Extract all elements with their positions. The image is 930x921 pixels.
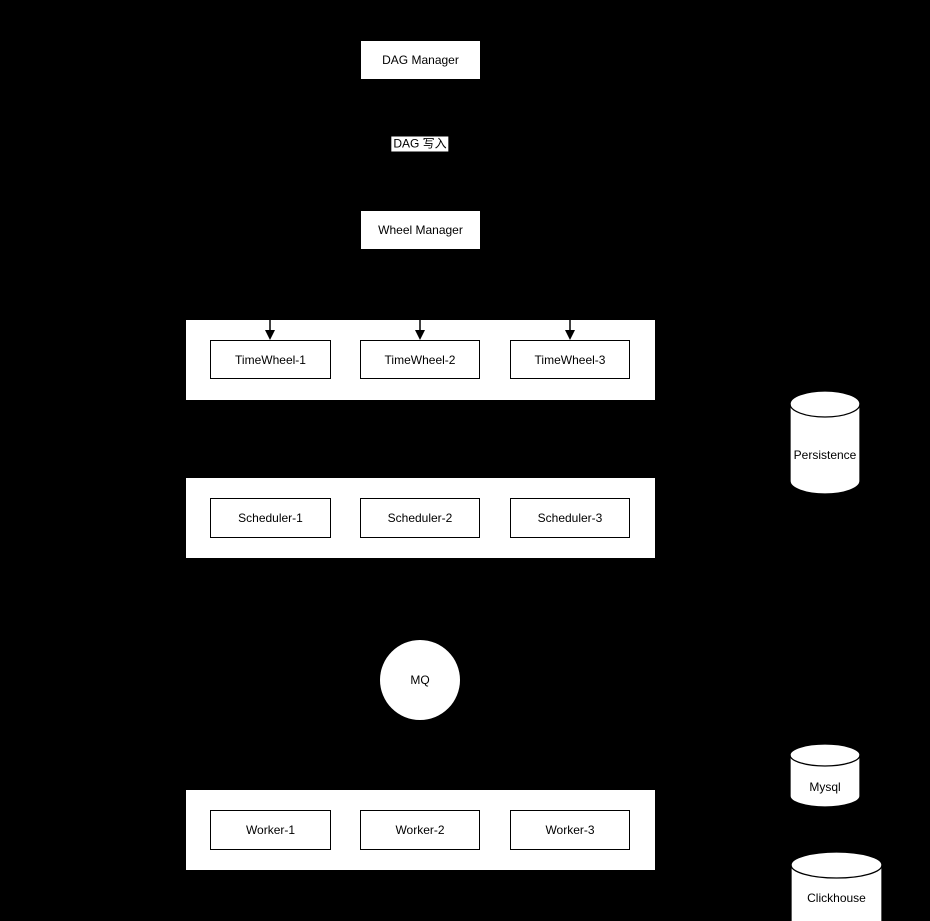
node-mq: MQ (380, 640, 460, 720)
node-scheduler-2: Scheduler-2 (360, 498, 480, 538)
node-scheduler-1: Scheduler-1 (210, 498, 331, 538)
arrow-down-icon (265, 320, 275, 340)
node-worker-2: Worker-2 (360, 810, 480, 850)
node-timewheel-2: TimeWheel-2 (360, 340, 480, 379)
clickhouse-cylinder-icon: Clickhouse (791, 852, 882, 921)
node-timewheel-3: TimeWheel-3 (510, 340, 630, 379)
edge-label-dag-write: DAG 写入 (391, 136, 449, 152)
node-scheduler-3: Scheduler-3 (510, 498, 630, 538)
persistence-label: Persistence (793, 448, 857, 462)
mysql-label: Mysql (809, 780, 841, 794)
node-wheel-manager: Wheel Manager (361, 211, 480, 249)
node-timewheel-1: TimeWheel-1 (210, 340, 331, 379)
node-dag-manager: DAG Manager (361, 41, 480, 79)
timewheel-container: TimeWheel-1 TimeWheel-2 TimeWheel-3 (186, 320, 655, 400)
worker-container: Worker-1 Worker-2 Worker-3 (186, 790, 655, 870)
arrow-down-icon (415, 320, 425, 340)
node-worker-3: Worker-3 (510, 810, 630, 850)
scheduler-container: Scheduler-1 Scheduler-2 Scheduler-3 (186, 478, 655, 558)
persistence-cylinder-icon: Persistence (790, 391, 860, 494)
clickhouse-label: Clickhouse (807, 891, 866, 905)
node-worker-1: Worker-1 (210, 810, 331, 850)
mysql-cylinder-icon: Mysql (790, 744, 860, 807)
arrow-down-icon (565, 320, 575, 340)
